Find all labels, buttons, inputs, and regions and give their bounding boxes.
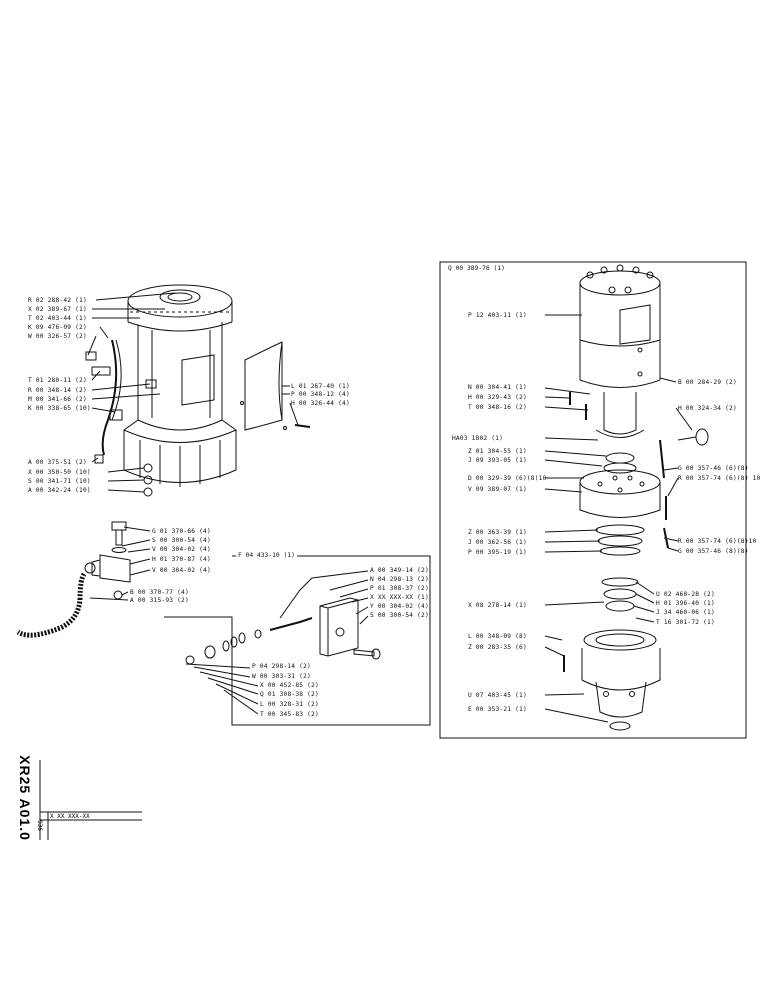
part-label: P 12 403-11 (1) [468, 312, 527, 319]
part-label: V 00 304-02 (4) [152, 546, 211, 553]
part-label: N 00 304-41 (1) [468, 384, 527, 391]
part-label: T 16 301-72 (1) [656, 619, 715, 626]
part-label: A 00 349-14 (2) [370, 567, 429, 574]
part-label: S 00 300-54 (2) [370, 612, 429, 619]
part-label: L 00 348-09 (8) [468, 633, 527, 640]
part-label: H 00 326-44 (4) [291, 400, 350, 407]
part-label: X XX XXX-XX (1) [370, 594, 429, 601]
group-title: Q 00 389-76 (1) [446, 265, 507, 272]
part-label: G 00 357-46 (8)(8) [678, 548, 749, 555]
part-label: V 09 389-07 (1) [468, 486, 527, 493]
part-label: V 00 304-02 (4) [152, 567, 211, 574]
part-label: H 00 324-34 (2) [678, 405, 737, 412]
part-label: A 00 342-24 (10) [28, 487, 91, 494]
part-label: Z 01 304-55 (1) [468, 448, 527, 455]
part-label: G 00 357-46 (6)(8) [678, 465, 749, 472]
part-label: R 02 288-42 (1) [28, 297, 87, 304]
group-title: F 04 433-10 (1) [236, 552, 297, 559]
part-label: W 00 303-31 (2) [252, 673, 311, 680]
reference-code: X XX XXX-XX [50, 813, 90, 820]
part-label: X 02 389-67 (1) [28, 306, 87, 313]
title-block: XR25 A01.0 936 X XX XXX-XX [14, 755, 144, 841]
part-label: T 02 403-44 (1) [28, 315, 87, 322]
part-label: Y 00 304-02 (4) [370, 603, 429, 610]
part-label: R 00 357-74 (6)(8)10 [678, 538, 757, 545]
part-label: D 00 329-39 (6)(8)10 [468, 475, 547, 482]
part-label: P 01 308-37 (2) [370, 585, 429, 592]
part-label: G 01 370-66 (4) [152, 528, 211, 535]
part-label: H 01 396-40 (1) [656, 600, 715, 607]
part-label: B 00 284-29 (2) [678, 379, 737, 386]
part-label: J 34 460-06 (1) [656, 609, 715, 616]
part-label: T 00 345-83 (2) [260, 711, 319, 718]
part-label: X 08 278-14 (1) [468, 602, 527, 609]
page-number: 936 [35, 820, 43, 831]
part-label: T 00 348-16 (2) [468, 404, 527, 411]
part-label: K 00 338-65 (10) [28, 405, 91, 412]
part-label: M 00 341-66 (2) [28, 396, 87, 403]
part-label: W 00 326-57 (2) [28, 333, 87, 340]
part-label: X 00 350-50 (10) [28, 469, 91, 476]
part-label: R 00 348-14 (2) [28, 387, 87, 394]
part-label: X 00 452-85 (2) [260, 682, 319, 689]
part-label: Z 00 283-35 (6) [468, 644, 527, 651]
part-label: K 09 476-09 (2) [28, 324, 87, 331]
part-label: B 00 370-77 (4) [130, 589, 189, 596]
part-label: A 00 375-51 (2) [28, 459, 87, 466]
part-label: HA03 1802 (1) [452, 435, 504, 442]
part-label: T 01 280-11 (2) [28, 377, 87, 384]
part-label: S 00 341-71 (10) [28, 478, 91, 485]
part-label: P 04 298-14 (2) [252, 663, 311, 670]
part-label: P 00 395-19 (1) [468, 549, 527, 556]
part-label: Q 01 308-38 (2) [260, 691, 319, 698]
column-body-drawing [123, 284, 237, 487]
part-label: N 04 298-13 (2) [370, 576, 429, 583]
part-label: U 02 460-28 (2) [656, 591, 715, 598]
part-label: J 00 362-56 (1) [468, 539, 527, 546]
part-label: Z 00 363-39 (1) [468, 529, 527, 536]
part-label: R 00 357-74 (6)(8) 10 [678, 475, 761, 482]
part-label: P 00 348-12 (4) [291, 391, 350, 398]
part-label: L 01 267-40 (1) [291, 383, 350, 390]
part-label: J 09 393-05 (1) [468, 457, 527, 464]
part-label: H 00 329-43 (2) [468, 394, 527, 401]
model-code: XR25 A01.0 [16, 755, 33, 841]
part-label: S 00 300-54 (4) [152, 537, 211, 544]
part-label: L 00 328-31 (2) [260, 701, 319, 708]
part-label: U 07 403-45 (1) [468, 692, 527, 699]
part-label: E 00 353-21 (1) [468, 706, 527, 713]
part-label: H 01 370-87 (4) [152, 556, 211, 563]
part-label: A 00 315-93 (2) [130, 597, 189, 604]
